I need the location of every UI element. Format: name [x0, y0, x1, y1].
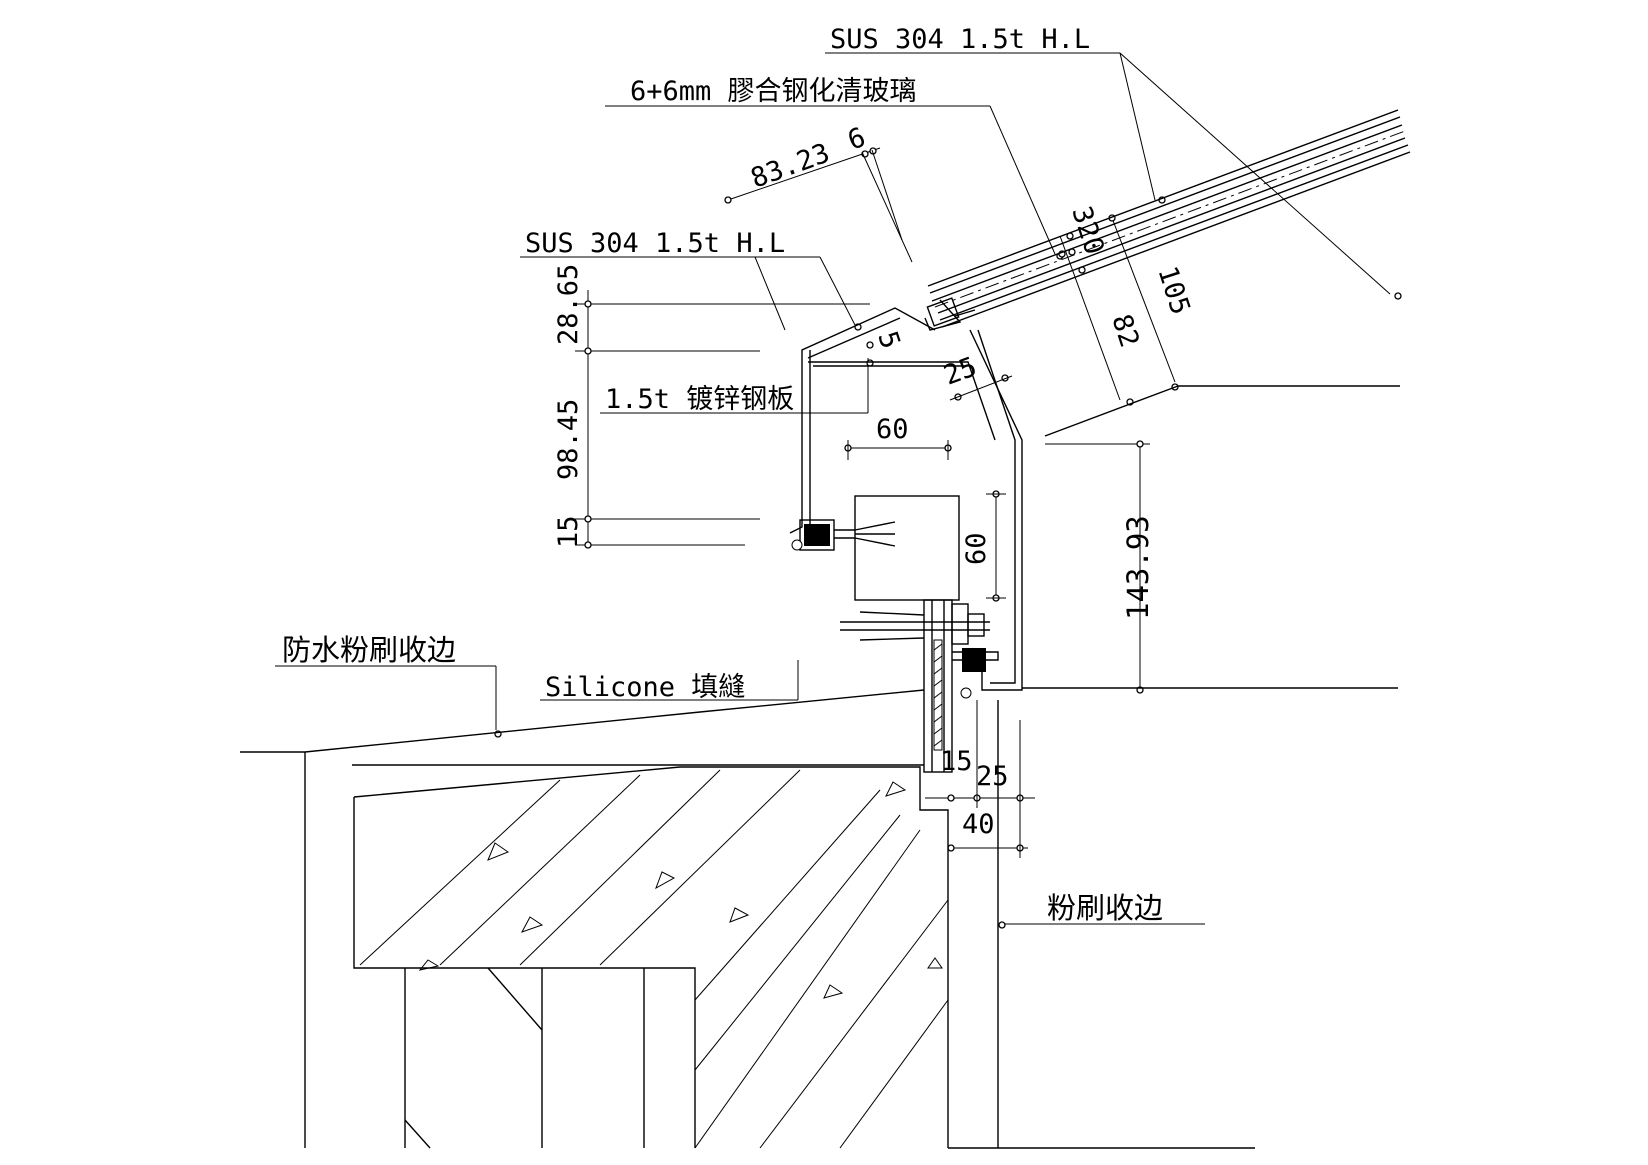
- label-sus-top: SUS 304 1.5t H.L: [830, 24, 1090, 55]
- anchor-hatch: [933, 643, 943, 747]
- label-sus-left: SUS 304 1.5t H.L: [525, 228, 785, 259]
- dim-5: 5: [871, 328, 906, 353]
- glass-panel: [927, 109, 1411, 437]
- dim-82: 82: [1105, 311, 1145, 352]
- dim-83-23: 83.23: [747, 138, 834, 195]
- label-plaster: 粉刷收边: [1047, 891, 1163, 925]
- label-galvanized: 1.5t 镀锌钢板: [605, 384, 794, 415]
- dim-143-93: 143.93: [1121, 515, 1155, 620]
- dimension-values: 83.23 6 320 105 82 25 5 60 60 143.93 28.…: [553, 122, 1196, 840]
- dim-25-top: 25: [940, 351, 981, 391]
- annotation-labels: SUS 304 1.5t H.L 6+6mm 膠合钢化清玻璃 SUS 304 1…: [282, 24, 1163, 925]
- leader-lines: [275, 52, 1391, 925]
- label-waterproof: 防水粉刷收边: [282, 633, 456, 667]
- dim-60-h: 60: [876, 414, 909, 445]
- label-silicone: Silicone 填縫: [545, 672, 745, 703]
- dim-40: 40: [962, 809, 995, 840]
- dim-98-45: 98.45: [553, 399, 584, 480]
- dim-15-left: 15: [553, 515, 584, 548]
- dim-60-v: 60: [961, 532, 992, 565]
- dim-25-bottom: 25: [976, 761, 1009, 792]
- concrete-hatch: [359, 769, 949, 1149]
- concrete-structure: [240, 687, 1398, 1149]
- label-glass: 6+6mm 膠合钢化清玻璃: [630, 76, 917, 107]
- dim-105: 105: [1151, 263, 1196, 319]
- concrete-aggregate: [418, 781, 943, 999]
- steel-cap-profile: [789, 297, 1023, 773]
